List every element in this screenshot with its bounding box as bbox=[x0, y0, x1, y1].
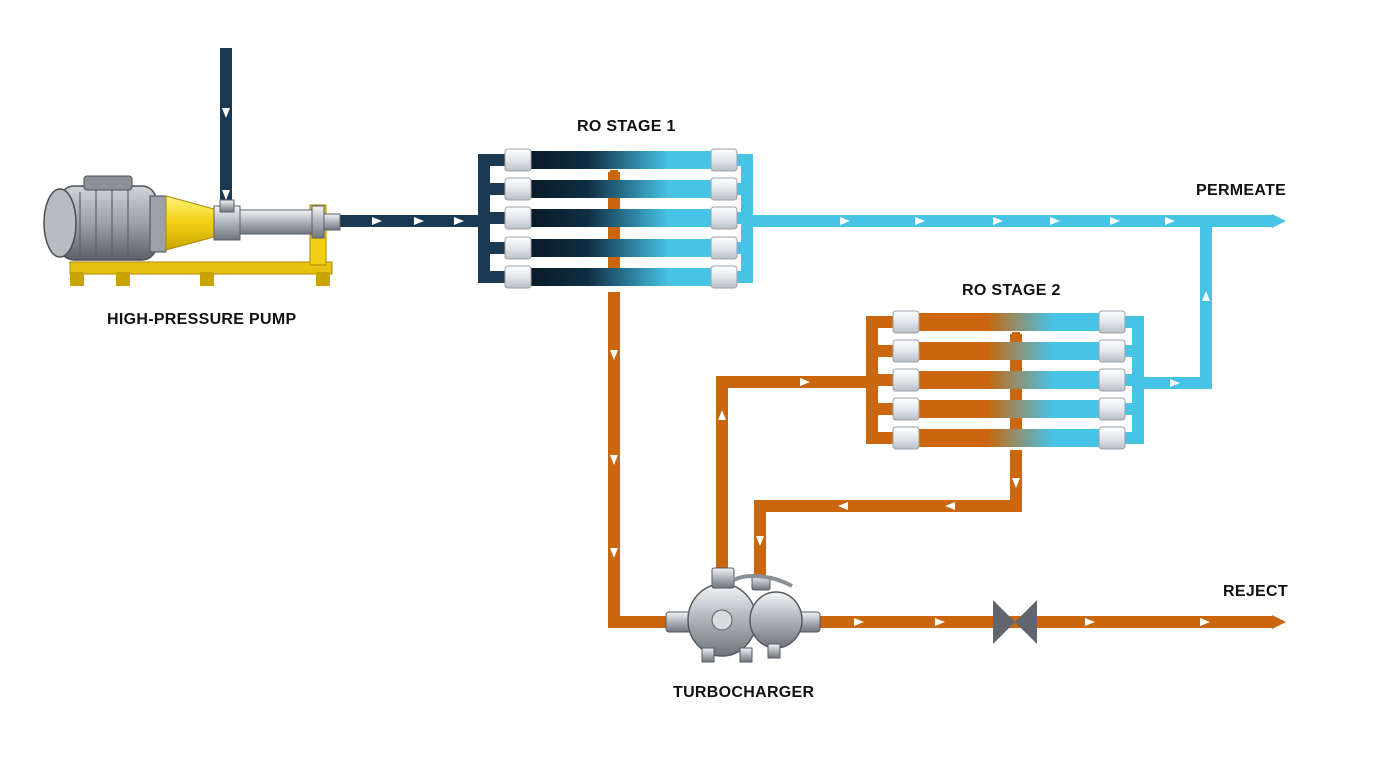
pressure-vessel bbox=[892, 368, 1126, 392]
high-pressure-pump-icon bbox=[43, 175, 341, 286]
flow-arrows bbox=[222, 108, 1210, 626]
reject-valve-icon bbox=[993, 600, 1037, 644]
pressure-vessel bbox=[892, 339, 1126, 363]
pressure-vessel bbox=[892, 426, 1126, 450]
turbocharger-icon bbox=[665, 567, 821, 663]
pressure-vessel bbox=[504, 236, 738, 260]
pressure-vessel bbox=[504, 265, 738, 289]
feed-pipes bbox=[220, 48, 512, 283]
reject-label: REJECT bbox=[1223, 583, 1288, 600]
ro-stage-2-vessels bbox=[892, 310, 1126, 450]
pressure-vessel bbox=[504, 148, 738, 172]
pressure-vessel bbox=[892, 397, 1126, 421]
stage-1-concentrate-pipe bbox=[608, 292, 668, 628]
pressure-vessel bbox=[504, 206, 738, 230]
stage-2-concentrate-pipe bbox=[754, 450, 1022, 586]
permeate-pipes bbox=[730, 154, 1272, 444]
ro-stage-1-vessels bbox=[504, 148, 738, 289]
pressure-vessel bbox=[892, 310, 1126, 334]
ro-stage-2-label: RO STAGE 2 bbox=[962, 282, 1061, 299]
high-pressure-pump-label: HIGH-PRESSURE PUMP bbox=[107, 311, 297, 328]
permeate-label: PERMEATE bbox=[1196, 182, 1287, 199]
pressure-vessel bbox=[504, 177, 738, 201]
turbocharger-label: TURBOCHARGER bbox=[673, 684, 815, 701]
turbo-to-stage-2-pipe bbox=[716, 376, 872, 582]
ro-stage-1-label: RO STAGE 1 bbox=[577, 118, 676, 135]
